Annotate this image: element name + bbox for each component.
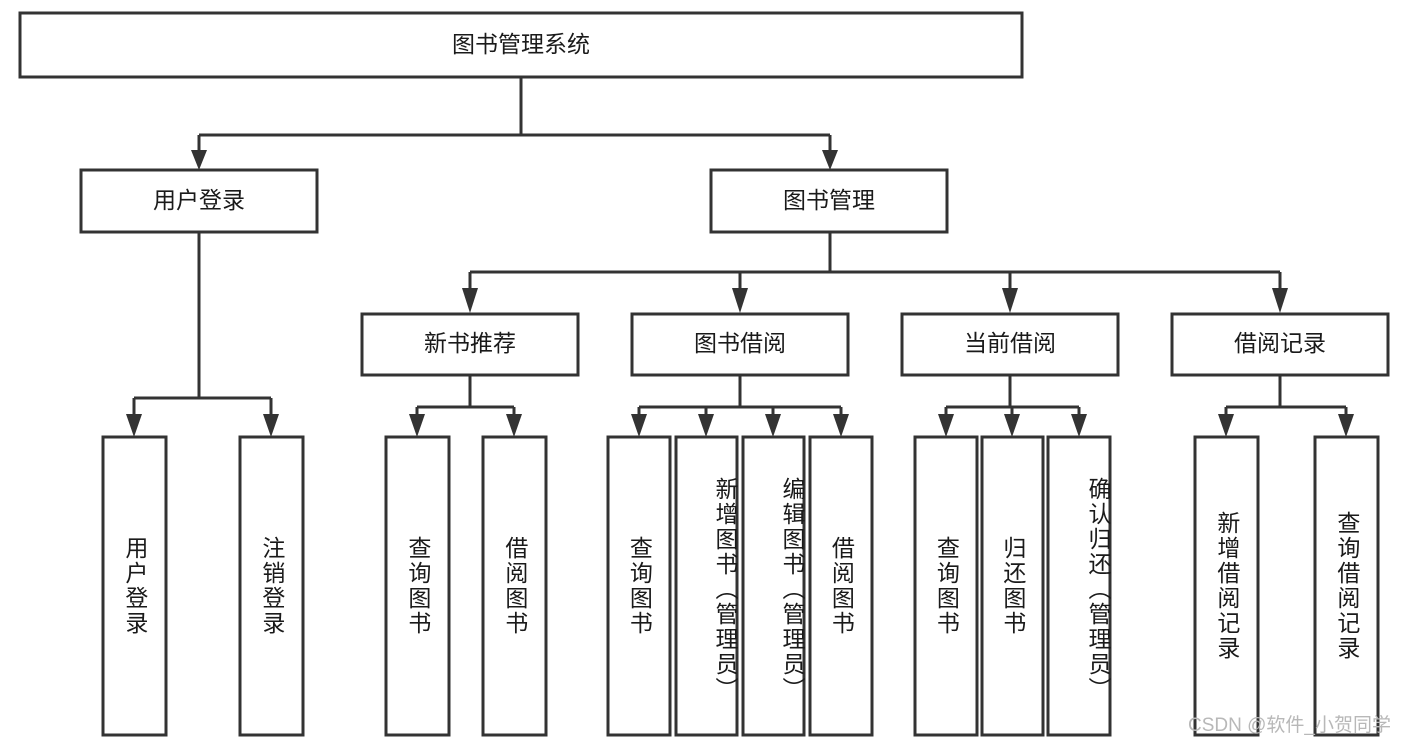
- leaf-box-new-book-1[interactable]: [481, 435, 548, 737]
- leaf-box-book-borrow-3[interactable]: [808, 435, 874, 737]
- node-current-borrow[interactable]: 当前借阅: [900, 312, 1120, 377]
- node-borrow-record[interactable]: 借阅记录: [1170, 312, 1390, 377]
- node-new-book-recommend-label: 新书推荐: [424, 330, 516, 356]
- csdn-watermark: CSDN @软件_小贺同学: [1188, 715, 1391, 736]
- leaf-box-borrow-record-1[interactable]: [1313, 435, 1380, 737]
- leaf-box-borrow-record-0[interactable]: [1193, 435, 1260, 737]
- arrow-current-l1: [938, 414, 954, 437]
- arrow-borrow-l4: [833, 414, 849, 437]
- node-user-login[interactable]: 用户登录: [79, 168, 319, 234]
- leaf-box-current-borrow-1[interactable]: [980, 435, 1045, 737]
- node-root-label: 图书管理系统: [452, 31, 590, 57]
- node-book-management[interactable]: 图书管理: [709, 168, 949, 234]
- arrow-borrow-l2: [698, 414, 714, 437]
- leaf-box-user-login-1[interactable]: [238, 435, 305, 737]
- arrow-current-l2: [1004, 414, 1020, 437]
- node-user-login-label: 用户登录: [153, 187, 245, 213]
- node-root-box[interactable]: [18, 11, 1024, 79]
- node-user-login-box[interactable]: [79, 168, 319, 234]
- node-borrow-record-box[interactable]: [1170, 312, 1390, 377]
- arrow-current-l3: [1071, 414, 1087, 437]
- arrow-to-new-book: [462, 288, 478, 313]
- node-book-management-box[interactable]: [709, 168, 949, 234]
- arrow-borrow-l3: [765, 414, 781, 437]
- arrow-newbook-l1: [409, 414, 425, 437]
- arrow-to-user-login: [191, 150, 207, 170]
- leaf-box-book-borrow-2[interactable]: [741, 435, 806, 737]
- node-new-book-recommend[interactable]: 新书推荐: [360, 312, 580, 377]
- arrow-to-current-borrow: [1002, 288, 1018, 313]
- node-current-borrow-label: 当前借阅: [964, 330, 1056, 356]
- node-book-management-label: 图书管理: [783, 187, 875, 213]
- leaf-box-book-borrow-1[interactable]: [674, 435, 739, 737]
- leaf-box-current-borrow-0[interactable]: [913, 435, 979, 737]
- arrow-login-leaf1: [126, 414, 142, 437]
- node-current-borrow-box[interactable]: [900, 312, 1120, 377]
- node-book-borrow-label: 图书借阅: [694, 330, 786, 356]
- node-new-book-recommend-box[interactable]: [360, 312, 580, 377]
- node-borrow-record-label: 借阅记录: [1234, 330, 1326, 356]
- node-root[interactable]: 图书管理系统: [18, 11, 1024, 79]
- arrow-to-book-mgmt: [822, 150, 838, 170]
- leaf-box-new-book-0[interactable]: [384, 435, 451, 737]
- arrow-record-l2: [1338, 414, 1354, 437]
- edges-layer: [126, 77, 1354, 437]
- arrow-record-l1: [1218, 414, 1234, 437]
- leaf-box-current-borrow-2[interactable]: [1046, 435, 1112, 737]
- arrow-to-borrow-record: [1272, 288, 1288, 313]
- arrow-borrow-l1: [631, 414, 647, 437]
- arrow-login-leaf2: [263, 414, 279, 437]
- leaf-box-book-borrow-0[interactable]: [606, 435, 672, 737]
- arrow-to-book-borrow: [732, 288, 748, 313]
- arrow-newbook-l2: [506, 414, 522, 437]
- node-book-borrow-box[interactable]: [630, 312, 850, 377]
- leaf-box-user-login-0[interactable]: [101, 435, 168, 737]
- node-book-borrow[interactable]: 图书借阅: [630, 312, 850, 377]
